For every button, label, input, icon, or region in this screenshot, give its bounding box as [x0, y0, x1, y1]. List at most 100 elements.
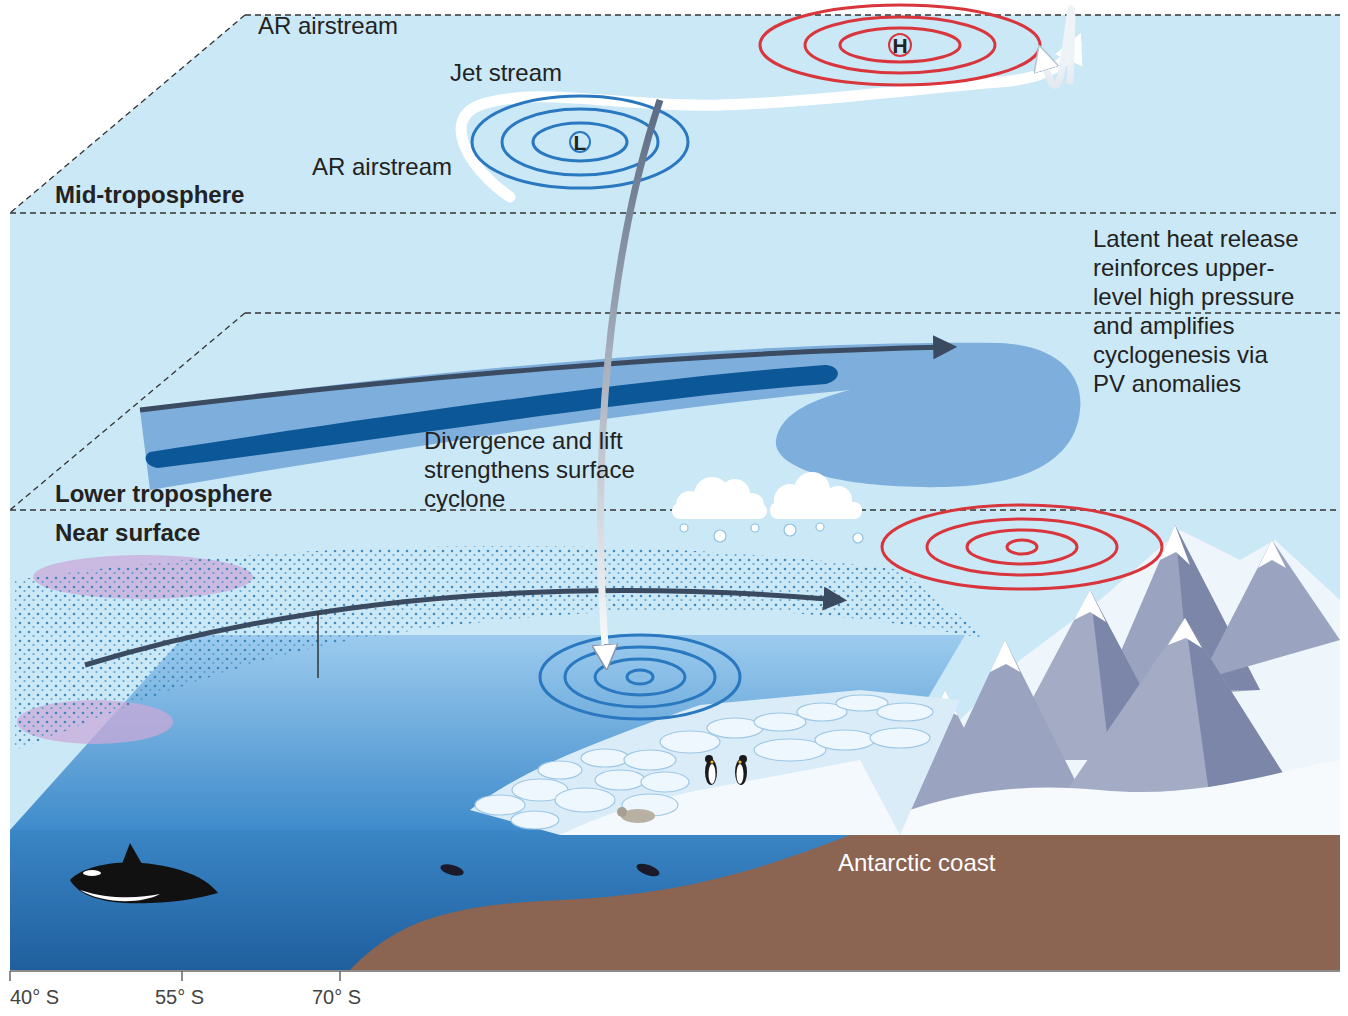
axis-tick-label: 40° S	[10, 985, 59, 1010]
seal-head	[617, 807, 627, 817]
snow-cap	[1258, 540, 1286, 568]
snow-cap	[1160, 525, 1190, 565]
ice-floe	[641, 772, 689, 792]
penguins	[705, 755, 747, 785]
sea-ice-base	[470, 690, 960, 835]
penguin-mark	[738, 760, 741, 763]
penguin	[735, 759, 747, 785]
airstream-label: AR airstream	[312, 152, 452, 181]
snowflakes	[680, 523, 863, 543]
connector-arrow	[1042, 9, 1072, 86]
isobar	[502, 109, 658, 175]
layer-divider	[10, 15, 245, 213]
surface-ar-arrow	[85, 590, 840, 665]
latitude-axis	[10, 971, 1340, 981]
seal	[617, 807, 655, 823]
snowflake	[784, 524, 796, 536]
cloud-base	[770, 502, 862, 519]
layer-heading: Lower troposphere	[55, 479, 272, 508]
ice-floe	[511, 811, 559, 829]
isobar	[967, 530, 1077, 564]
snow-cap	[1168, 618, 1202, 648]
orca-body	[70, 863, 218, 904]
orca-patch	[83, 870, 101, 876]
penguin-belly	[737, 764, 744, 784]
penguin-mark	[710, 760, 713, 763]
isobar	[1007, 540, 1037, 554]
snowflake	[751, 524, 759, 532]
axis-line	[10, 970, 1340, 972]
penguin-head	[739, 755, 747, 763]
isobar	[595, 659, 685, 695]
clouds	[672, 472, 862, 519]
isobar	[805, 17, 995, 73]
isobar	[565, 647, 715, 707]
ice-floe	[877, 703, 933, 721]
ice-floe	[870, 728, 930, 748]
ar-plume-region: AR airstream	[130, 17, 1070, 177]
ice-floe	[624, 750, 676, 770]
connector-label: Latent heat release reinforces upper-lev…	[1093, 224, 1302, 398]
snowflake	[853, 533, 863, 543]
axis-tick	[339, 971, 341, 981]
snow-cap	[990, 640, 1020, 672]
region-label: Antarctic coast	[838, 848, 995, 877]
jet-label: Jet stream	[450, 58, 562, 87]
isobar	[540, 635, 740, 719]
layer-divider	[10, 212, 1340, 213]
axis-tick-label: 55° S	[155, 985, 204, 1010]
swimming-penguin	[439, 862, 465, 878]
layer-dividers	[10, 15, 1340, 510]
snow-cap	[1074, 590, 1106, 622]
descent-arrow	[601, 100, 660, 660]
layer-band: Near surface	[10, 510, 1340, 970]
snowflake	[816, 523, 824, 531]
mountain	[1060, 618, 1300, 800]
mountain	[1200, 540, 1340, 680]
low-pressure-system: L	[470, 93, 690, 191]
axis-tick-label: 70° S	[312, 985, 361, 1010]
surface-low	[540, 635, 740, 719]
ice-floe	[595, 770, 645, 790]
layer-heading: Mid-troposphere	[55, 180, 244, 209]
center-ring	[889, 34, 911, 56]
pressure-symbol: H	[892, 35, 907, 56]
high-pressure-system: H	[758, 3, 1042, 87]
isobar	[760, 5, 1040, 85]
layer-heading: Near surface	[55, 518, 200, 547]
ice-floe	[754, 713, 806, 731]
snowflake	[714, 530, 726, 542]
layer-divider	[245, 14, 1340, 15]
surface-high	[882, 505, 1162, 589]
isobar	[533, 123, 627, 161]
sky-plane	[10, 15, 1340, 970]
center-ring	[570, 132, 590, 152]
leader-line	[317, 612, 319, 678]
isobar	[840, 28, 960, 62]
ice-floe	[538, 761, 582, 779]
axis-tick	[181, 971, 183, 981]
ar-airstream-arrow	[140, 347, 950, 410]
pressure-symbol: L	[574, 132, 587, 153]
snowflake	[680, 524, 688, 532]
isobar	[627, 670, 653, 684]
ice-floe	[555, 788, 615, 812]
orca-belly	[80, 890, 160, 901]
airstream-label: AR airstream	[258, 11, 398, 40]
ice-floe	[581, 749, 629, 767]
axis-tick	[9, 971, 11, 981]
layer-band: Mid-troposphere	[10, 15, 1340, 213]
isobar	[882, 505, 1162, 589]
process-note: Divergence and lift strengthens surface …	[424, 426, 639, 513]
orca	[70, 843, 218, 903]
land-section	[350, 835, 1340, 970]
penguin-head	[705, 755, 713, 763]
isobar	[927, 519, 1117, 575]
swimming-penguin	[635, 861, 661, 879]
orca-fin	[122, 843, 142, 864]
sea-ice-floes	[475, 695, 933, 829]
ocean-section	[10, 830, 1340, 970]
